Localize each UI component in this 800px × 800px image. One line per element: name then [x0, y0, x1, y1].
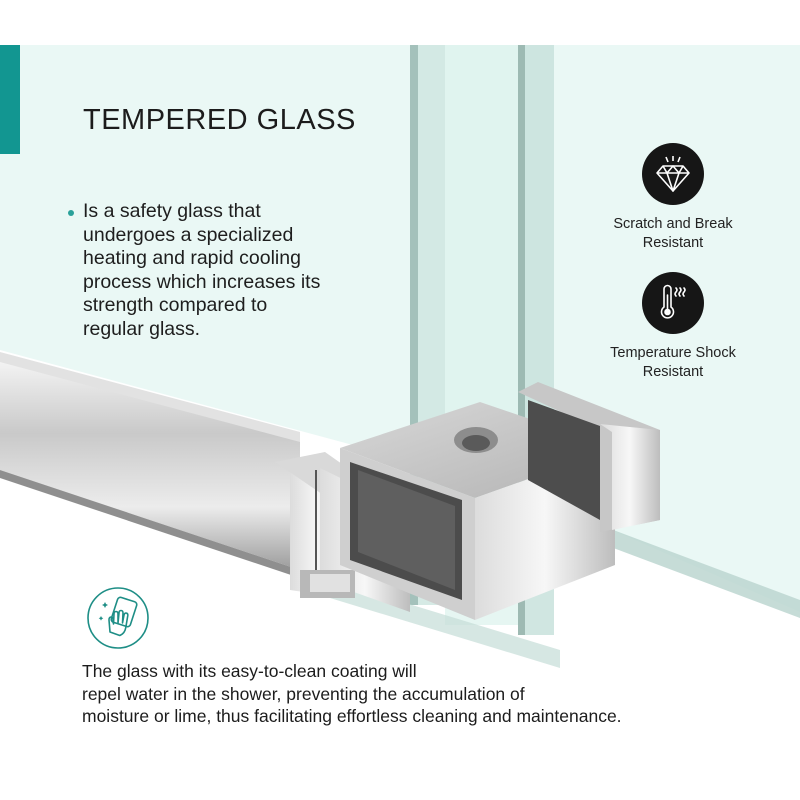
- accent-bar: [0, 45, 20, 154]
- description-line: heating and rapid cooling: [83, 247, 301, 270]
- bullet-dot-icon: [68, 210, 74, 216]
- feature-label: Temperature Shock: [610, 345, 736, 361]
- easy-clean-description: The glass with its easy-to-clean coating…: [82, 660, 782, 728]
- diamond-icon: [642, 143, 704, 205]
- thermometer-heat-icon: [642, 272, 704, 334]
- feature-scratch-break-resistant: Scratch and Break Resistant: [573, 143, 773, 253]
- description-line: Is a safety glass that: [83, 200, 261, 222]
- description-line: strength compared to: [83, 294, 268, 317]
- easy-clean-line: The glass with its easy-to-clean coating…: [82, 661, 417, 681]
- feature-label: Scratch and Break: [613, 216, 733, 232]
- tempered-glass-description: Is a safety glass that undergoes a speci…: [68, 200, 388, 342]
- description-line: regular glass.: [83, 317, 201, 340]
- page-title: TEMPERED GLASS: [83, 104, 356, 136]
- easy-clean-line: moisture or lime, thus facilitating effo…: [82, 706, 622, 726]
- feature-label: Resistant: [642, 364, 704, 380]
- description-line: undergoes a specialized: [83, 223, 294, 246]
- easy-clean-line: repel water in the shower, preventing th…: [82, 683, 525, 704]
- feature-label: Resistant: [642, 235, 704, 251]
- description-line: process which increases its: [83, 270, 321, 293]
- hand-wipe-icon: [87, 587, 149, 649]
- feature-temperature-shock-resistant: Temperature Shock Resistant: [573, 272, 773, 382]
